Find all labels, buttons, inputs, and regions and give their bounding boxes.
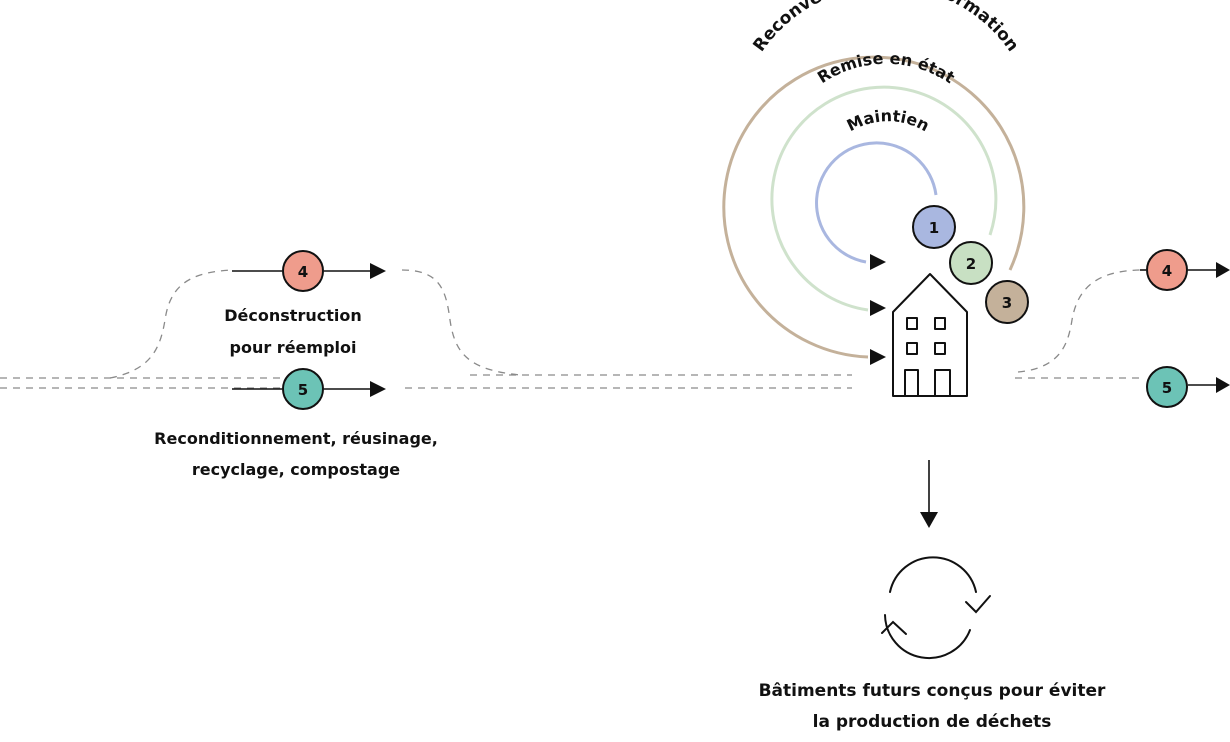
badge-2-circle	[949, 241, 993, 285]
badge-5-arrow	[370, 381, 386, 397]
recondition-label-line1: Reconditionnement, réusinage,	[154, 429, 438, 448]
deconstruction-label-line2: pour réemploi	[230, 338, 357, 357]
ring-middle	[770, 85, 998, 312]
deconstruction-label-line1: Déconstruction	[224, 306, 361, 325]
building-icon	[892, 273, 968, 397]
badge-1-circle	[912, 205, 956, 249]
right-badge-4-circle	[1146, 249, 1188, 291]
ring-middle-label: Remise en état	[814, 49, 958, 88]
right-badge-5-arrow	[1216, 377, 1230, 393]
left-dashed-flow	[0, 269, 852, 389]
ring-outer-arrow	[870, 349, 886, 365]
future-buildings-label-line1: Bâtiments futurs conçus pour éviter	[759, 681, 1106, 701]
right-badge-5-circle	[1146, 366, 1188, 408]
ring-inner-label: Maintien	[844, 106, 933, 135]
future-buildings-label-line2: la production de déchets	[813, 712, 1052, 732]
recondition-label-line2: recyclage, compostage	[192, 460, 400, 479]
ring-inner-arrow	[870, 254, 886, 270]
down-flow	[920, 460, 938, 528]
left-deconstruction-flow: 4 Déconstruction pour réemploi	[224, 250, 386, 357]
right-badge-4-arrow	[1216, 262, 1230, 278]
badge-4-number: 4	[298, 263, 308, 281]
badge-4-arrow	[370, 263, 386, 279]
left-recondition-flow: 5 Reconditionnement, réusinage, recyclag…	[154, 368, 438, 479]
badge-1-number: 1	[929, 219, 939, 237]
left-branch-down-curve	[401, 269, 521, 376]
badge-3-circle	[985, 280, 1029, 324]
badge-5-number: 5	[298, 381, 308, 399]
badge-5-circle	[282, 368, 324, 410]
ring-inner	[815, 141, 938, 264]
ring-outer	[722, 55, 1026, 359]
badge-2-number: 2	[966, 255, 976, 273]
badge-4-circle	[282, 250, 324, 292]
ring-outer-label: Reconversion - transformation	[749, 0, 1022, 55]
right-branch-up-curve	[1017, 269, 1141, 373]
rings-group: Reconversion - transformation Remise en …	[722, 0, 1026, 365]
badge-3-number: 3	[1002, 294, 1012, 312]
left-branch-up-curve	[109, 269, 233, 379]
ring-badges: 1 2 3	[912, 205, 1029, 324]
recycle-cycle-icon	[881, 556, 991, 660]
ring-middle-arrow	[870, 300, 886, 316]
right-dashed-flow: 4 5	[1015, 249, 1230, 408]
right-badge-4-number: 4	[1162, 262, 1172, 280]
right-badge-5-number: 5	[1162, 379, 1172, 397]
down-arrow	[920, 512, 938, 528]
